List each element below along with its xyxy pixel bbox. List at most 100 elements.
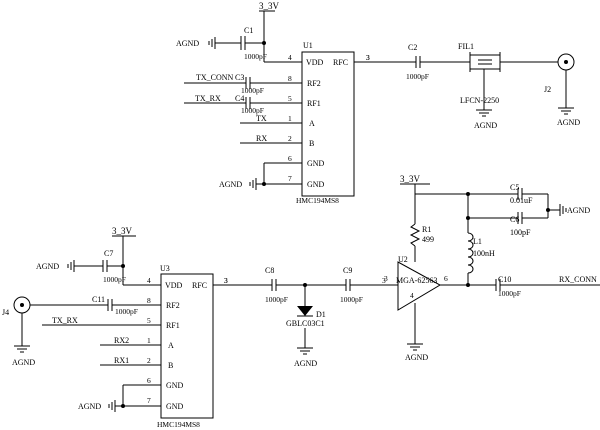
diode-d1: D1 GBLC03C1 AGND xyxy=(286,285,326,368)
c8-ref: C8 xyxy=(265,266,274,275)
vcc-top-net: 3_3V xyxy=(259,1,302,63)
u3-rf1: RF1 xyxy=(166,321,180,330)
agnd-c1-label: AGND xyxy=(176,39,199,48)
u1-pin8: 8 xyxy=(288,74,292,83)
capacitor-c7: C7 AGND 1000pF xyxy=(36,249,126,284)
rx-control-net: RX xyxy=(240,134,302,144)
u3-gnd1: GND xyxy=(166,381,184,390)
c4-value: 1000pF xyxy=(241,106,264,115)
u1-ground-net: AGND xyxy=(219,162,302,190)
u3-b: B xyxy=(168,361,173,370)
tx-conn-net: TX_CONN C3 1000pF xyxy=(184,73,302,95)
u1-gnd2: GND xyxy=(307,180,325,189)
u1-rf1: RF1 xyxy=(307,99,321,108)
vcc-amp-net: 3_3V xyxy=(400,174,470,233)
u2-pin4: 4 xyxy=(410,291,414,300)
u3-pin3: 3 xyxy=(224,276,228,285)
agnd-u1-label: AGND xyxy=(219,180,242,189)
u1-pin7: 7 xyxy=(288,174,292,183)
agnd-d1-label: AGND xyxy=(294,359,317,368)
net3-top-label: 3 xyxy=(366,53,370,62)
capacitor-c5-c6: C5 0.01uF C6 100pF AGND xyxy=(468,183,590,237)
u1-rfc: RFC xyxy=(333,58,348,67)
agnd-c7-label: AGND xyxy=(36,262,59,271)
vcc-bot-net: 3_3V xyxy=(112,226,161,286)
d1-ref: D1 xyxy=(316,310,326,319)
connector-j4: J4 AGND xyxy=(2,296,108,367)
rx2-net-label: RX2 xyxy=(114,336,129,345)
amplifier-u2: U2 MGA-62563 3 6 4 AGND xyxy=(384,255,496,362)
c2-ref: C2 xyxy=(408,43,417,52)
c4-ref: C4 xyxy=(235,94,244,103)
u1-pin2: 2 xyxy=(288,134,292,143)
u2-part: MGA-62563 xyxy=(396,276,437,285)
rx2-control-net: RX2 xyxy=(100,336,161,346)
u3-part: HMC194MS8 xyxy=(157,420,200,429)
c3-value: 1000pF xyxy=(241,86,264,95)
u2-pin6: 6 xyxy=(444,274,448,283)
net3-c9-label: 3 xyxy=(382,276,386,285)
agnd-fil-label: AGND xyxy=(474,121,497,130)
c6-ref: C6 xyxy=(510,215,519,224)
u3-pin1: 1 xyxy=(147,336,151,345)
u3-pin5: 5 xyxy=(147,316,151,325)
c5-value: 0.01uF xyxy=(510,196,533,205)
tx-conn-label: TX_CONN xyxy=(196,73,234,82)
c11-ref: C11 xyxy=(92,295,105,304)
c3-ref: C3 xyxy=(235,73,244,82)
rf-output-top: 3 C2 1000pF xyxy=(354,43,470,81)
u1-pin6: 6 xyxy=(288,154,292,163)
u1-pin3: 3 xyxy=(366,53,370,62)
rx1-control-net: RX1 xyxy=(100,356,161,366)
c1-value: 1000pF xyxy=(244,52,267,61)
tx-rx-top-label: TX_RX xyxy=(195,94,221,103)
u2-pin3: 3 xyxy=(384,274,388,283)
agnd-c5-label: AGND xyxy=(567,206,590,215)
agnd-j4-label: AGND xyxy=(12,358,35,367)
tx-rx-bot-net: TX_RX xyxy=(42,316,161,326)
c10-value: 1000pF xyxy=(498,289,521,298)
agnd-j2-label: AGND xyxy=(557,118,580,127)
c5-ref: C5 xyxy=(510,183,519,192)
u3-ref: U3 xyxy=(160,264,170,273)
u3-pin4: 4 xyxy=(147,276,151,285)
u3-a: A xyxy=(168,341,174,350)
r1-value: 499 xyxy=(422,235,434,244)
vcc-bot-label: 3_3V xyxy=(112,226,133,236)
c7-value: 1000pF xyxy=(103,275,126,284)
u3-pin2: 2 xyxy=(147,356,151,365)
c7-ref: C7 xyxy=(104,249,113,258)
r1-ref: R1 xyxy=(422,225,431,234)
u3-pin7: 7 xyxy=(147,396,151,405)
u1-ref: U1 xyxy=(303,41,313,50)
switch-u1: U1 VDD RFC RF2 RF1 A B GND GND 4 8 5 1 2… xyxy=(288,41,370,205)
c9-value: 1000pF xyxy=(340,295,363,304)
capacitor-c1: C1 AGND 1000pF xyxy=(176,26,267,61)
u3-rfc: RFC xyxy=(192,281,207,290)
rx1-net-label: RX1 xyxy=(114,356,129,365)
vcc-top-label: 3_3V xyxy=(259,1,280,11)
u1-pin5: 5 xyxy=(288,94,292,103)
u3-gnd2: GND xyxy=(166,402,184,411)
switch-u3: U3 VDD RFC RF2 RF1 A B GND GND 4 8 5 1 2… xyxy=(147,264,228,429)
rx-net-label: RX xyxy=(256,134,267,143)
connector-j2: J2 AGND xyxy=(544,53,580,127)
c11-value: 1000pF xyxy=(115,307,138,316)
c10-ref: C10 xyxy=(498,275,511,284)
c6-value: 100pF xyxy=(510,228,531,237)
u3-ground-net: AGND xyxy=(78,384,161,412)
filter-fil1: FIL1 LFCN-2250 AGND xyxy=(458,42,558,130)
c9-ref: C9 xyxy=(343,266,352,275)
tx-control-net: TX xyxy=(240,114,302,124)
tx-net-label: TX xyxy=(256,114,267,123)
agnd-u2-label: AGND xyxy=(405,353,428,362)
tx-rx-top-net: TX_RX C4 1000pF xyxy=(184,94,302,115)
net3-bot-label: 3 xyxy=(224,276,228,285)
u1-pin4: 4 xyxy=(288,53,292,62)
resistor-r1: R1 499 xyxy=(409,223,434,262)
c2-value: 1000pF xyxy=(406,72,429,81)
u3-pin8: 8 xyxy=(147,296,151,305)
j2-ref: J2 xyxy=(544,85,551,94)
